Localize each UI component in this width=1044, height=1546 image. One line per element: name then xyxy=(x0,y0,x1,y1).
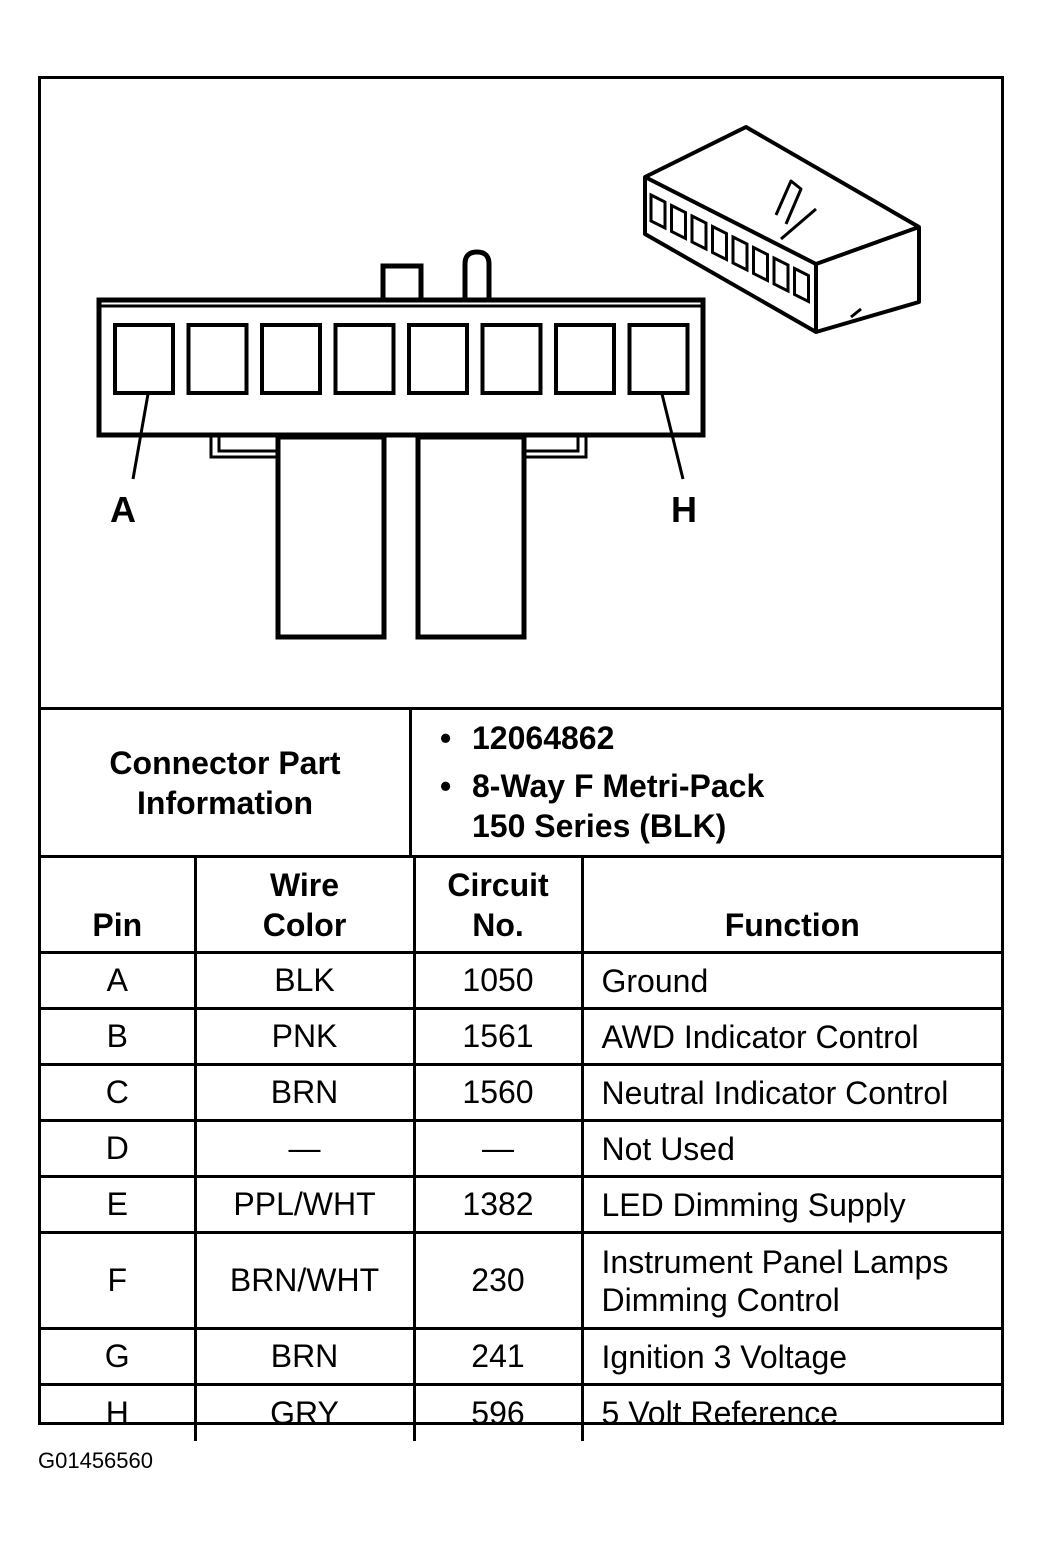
circuit-cell: 1561 xyxy=(412,1007,584,1066)
pin-cell: H xyxy=(41,1383,197,1441)
part-info-label: Connector Part Information xyxy=(109,744,341,821)
circuit-cell: 1050 xyxy=(412,951,584,1010)
circuit-cell: 1382 xyxy=(412,1175,584,1234)
header-function: Function xyxy=(580,855,1001,954)
circuit-cell: — xyxy=(412,1119,584,1178)
pin-a-label: A xyxy=(110,489,136,530)
pin-cell: F xyxy=(41,1231,197,1330)
function-cell: Ignition 3 Voltage xyxy=(580,1327,1001,1386)
perspective-cavity xyxy=(670,203,687,241)
bullet-icon: • xyxy=(440,720,452,756)
circuit-cell: 230 xyxy=(412,1231,584,1330)
connector-drawing xyxy=(96,125,921,640)
circuit-cell: 1560 xyxy=(412,1063,584,1122)
pin-h-label: H xyxy=(671,489,697,530)
wire-color-cell: PNK xyxy=(193,1007,416,1066)
function-cell: 5 Volt Reference xyxy=(580,1383,1001,1441)
pin-cell: G xyxy=(41,1327,197,1386)
wire-color-cell: BLK xyxy=(193,951,416,1010)
wire-bundle-right xyxy=(415,434,527,640)
connector-diagram: A H xyxy=(41,79,1001,710)
perspective-cavity xyxy=(649,192,667,231)
connector-latch xyxy=(462,249,492,300)
wire-color-cell: BRN xyxy=(193,1063,416,1122)
part-info-label-cell: Connector Part Information xyxy=(41,710,412,855)
perspective-cavity xyxy=(690,213,708,252)
pin-cavity xyxy=(113,323,175,395)
pin-cell: C xyxy=(41,1063,197,1122)
connector-part-information: Connector Part Information • 12064862 • … xyxy=(41,710,1001,858)
header-pin: Pin xyxy=(41,855,197,954)
circuit-cell: 596 xyxy=(412,1383,584,1441)
function-cell: LED Dimming Supply xyxy=(580,1175,1001,1234)
connector-frame: A H Connector Part Information • 1206486… xyxy=(38,76,1004,1441)
pin-cavity xyxy=(260,323,322,395)
wire-color-cell: GRY xyxy=(193,1383,416,1441)
pin-cell: D xyxy=(41,1119,197,1178)
wire-color-cell: BRN/WHT xyxy=(193,1231,416,1330)
function-cell: AWD Indicator Control xyxy=(580,1007,1001,1066)
circuit-cell: 241 xyxy=(412,1327,584,1386)
pin-cavity xyxy=(407,323,469,395)
connector-type: 8-Way F Metri-Pack xyxy=(472,768,765,804)
pin-cell: A xyxy=(41,951,197,1010)
function-cell: Not Used xyxy=(580,1119,1001,1178)
pin-cavity xyxy=(333,323,396,395)
part-number: 12064862 xyxy=(472,720,615,756)
bullet-icon: • xyxy=(440,768,452,804)
function-cell: Neutral Indicator Control xyxy=(580,1063,1001,1122)
part-info-values: • 12064862 • 8-Way F Metri-Pack 150 Seri… xyxy=(412,710,1001,855)
pin-cavity xyxy=(480,323,543,395)
perspective-cavity xyxy=(752,245,769,283)
figure-id: G01456560 xyxy=(38,1448,153,1473)
wire-color-cell: — xyxy=(193,1119,416,1178)
wire-color-cell: BRN xyxy=(193,1327,416,1386)
connector-type-row: • 8-Way F Metri-Pack 150 Series (BLK) xyxy=(440,766,765,846)
perspective-cavity xyxy=(793,266,810,304)
pin-cell: E xyxy=(41,1175,197,1234)
perspective-cavity xyxy=(711,224,728,262)
connector-series: 150 Series (BLK) xyxy=(472,808,727,844)
perspective-cavity xyxy=(731,234,749,273)
leader-line-h xyxy=(660,393,685,480)
connector-perspective-view xyxy=(643,125,921,334)
pin-cavity xyxy=(627,323,690,395)
pin-cell: B xyxy=(41,1007,197,1066)
pin-cavity xyxy=(186,323,249,395)
table-row: D——Not Used xyxy=(41,1119,1001,1178)
leader-line-a xyxy=(131,393,150,480)
wire-color-cell: PPL/WHT xyxy=(193,1175,416,1234)
wire-bundle-left xyxy=(275,434,387,640)
perspective-cavity xyxy=(772,255,790,294)
function-cell: Ground xyxy=(580,951,1001,1010)
pin-cavity xyxy=(554,323,616,395)
part-number-row: • 12064862 xyxy=(440,718,615,758)
connector-key-tab xyxy=(380,263,424,303)
